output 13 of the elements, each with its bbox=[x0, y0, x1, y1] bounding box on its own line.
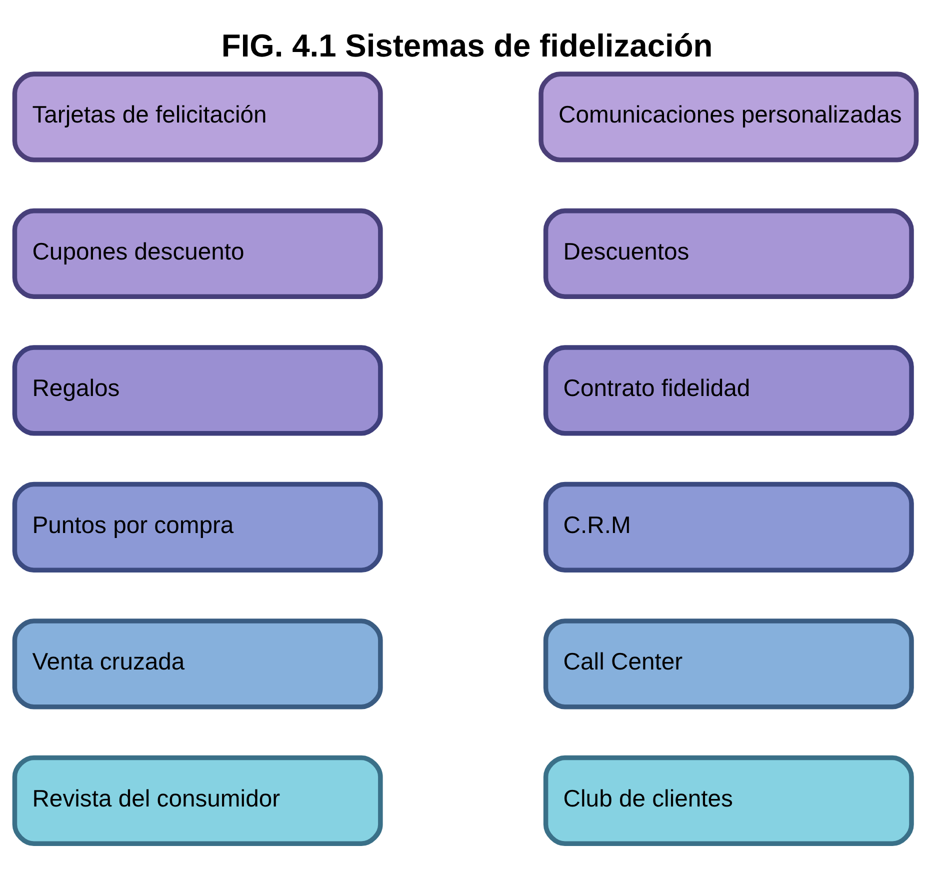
node-box: Contrato fidelidad bbox=[543, 345, 914, 436]
node-box: Cupones descuento bbox=[12, 208, 383, 300]
node-box: C.R.M bbox=[543, 482, 914, 573]
node-box: Club de clientes bbox=[543, 755, 914, 846]
node-box: Descuentos bbox=[543, 208, 914, 300]
node-box: Regalos bbox=[12, 345, 383, 436]
node-box: Venta cruzada bbox=[12, 618, 383, 710]
node-box: Revista del consumidor bbox=[12, 755, 383, 846]
node-box: Comunicaciones personalizadas bbox=[538, 72, 919, 162]
node-box: Call Center bbox=[543, 618, 914, 710]
node-box: Tarjetas de felicitación bbox=[12, 72, 383, 162]
diagram-title: FIG. 4.1 Sistemas de fidelización bbox=[221, 28, 713, 64]
node-box: Puntos por compra bbox=[12, 482, 383, 573]
